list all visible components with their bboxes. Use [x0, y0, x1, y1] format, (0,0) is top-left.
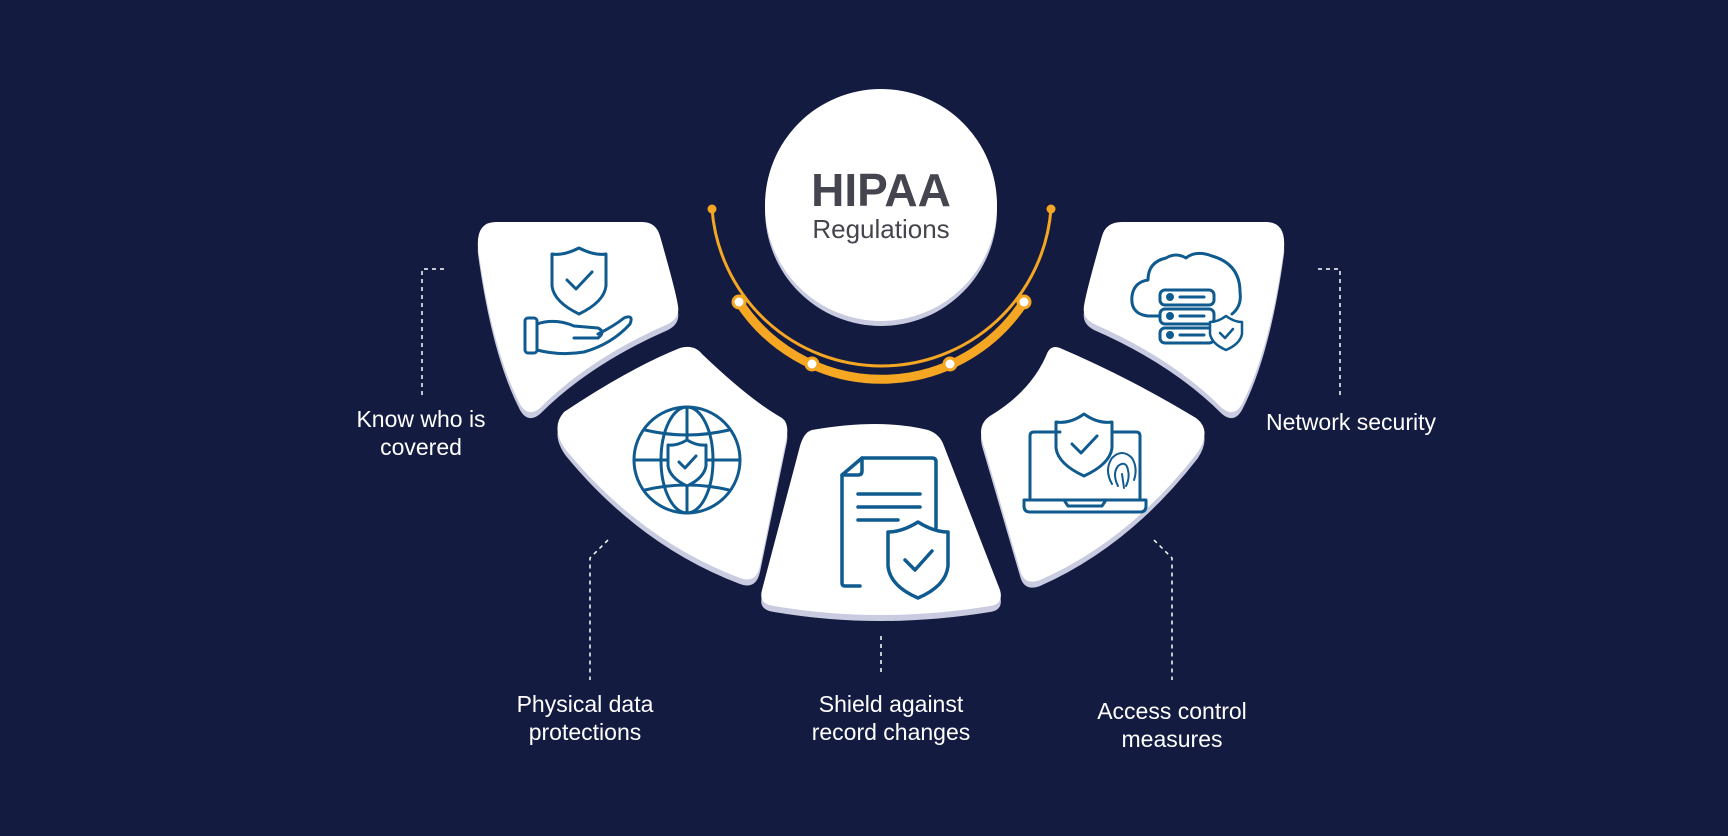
label-know-who-is-covered: Know who is covered — [356, 406, 486, 460]
cloud-server-icon — [1130, 251, 1244, 352]
laptop-fingerprint-icon — [1022, 412, 1148, 514]
label-network-security: Network security — [1266, 409, 1436, 435]
arc-end-dot — [707, 204, 717, 214]
progress-arc — [707, 204, 1056, 384]
document-shield-icon — [840, 456, 950, 600]
arc-end-dot — [1046, 204, 1056, 214]
center-title: HIPAA — [811, 164, 951, 216]
arc-node — [731, 294, 747, 310]
hand-shield-icon — [523, 246, 633, 356]
card-know-who-is-covered — [477, 222, 679, 413]
connector-access-control-measures — [1153, 539, 1173, 680]
center-subtitle: Regulations — [812, 214, 949, 244]
card-access-control-measures — [981, 347, 1205, 582]
label-physical-data-protections: Physical data protections — [516, 691, 654, 745]
label-shield-against-record-changes: Shield against record changes — [811, 691, 971, 745]
globe-shield-icon — [632, 405, 742, 515]
arc-node — [1016, 294, 1032, 310]
connector-lines — [421, 268, 1341, 680]
connector-network-security — [1318, 268, 1341, 395]
arc-node — [942, 356, 958, 372]
center-circle: HIPAA Regulations — [765, 89, 997, 326]
label-access-control-measures: Access control measures — [1097, 698, 1247, 752]
arc-node — [804, 356, 820, 372]
connector-know-who-is-covered — [421, 268, 444, 395]
connector-physical-data-protections — [589, 539, 609, 680]
